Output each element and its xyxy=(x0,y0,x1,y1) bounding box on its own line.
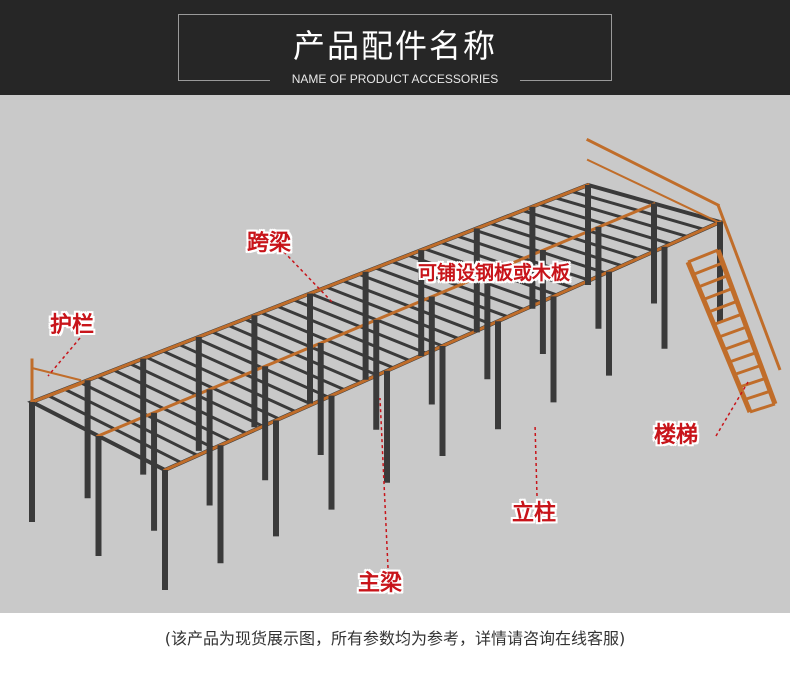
leader-stairs xyxy=(715,381,749,437)
stair-step xyxy=(708,299,738,314)
guardrail-left-top xyxy=(30,366,82,382)
stair-step xyxy=(713,312,743,326)
stair-step xyxy=(718,325,748,339)
page-title: 产品配件名称 xyxy=(292,27,497,65)
disclaimer-note: (该产品为现货展示图，所有参数均为参考，详情请咨询在线客服) xyxy=(164,629,626,648)
columns xyxy=(29,185,723,590)
stair-step xyxy=(728,351,757,364)
guardrail-right xyxy=(585,137,721,208)
guardrail-right-mid xyxy=(586,158,720,224)
stair-step xyxy=(692,261,724,276)
label-deck-note: 可铺设钢板或木板 xyxy=(418,262,571,284)
stair-step xyxy=(723,338,752,351)
stair-step xyxy=(697,274,729,289)
page-subtitle: NAME OF PRODUCT ACCESSORIES xyxy=(270,71,520,87)
stair-handrail xyxy=(716,204,782,371)
label-column: 立柱 xyxy=(512,501,557,526)
leader-main-beam xyxy=(379,397,389,569)
stair-step xyxy=(744,389,771,401)
leader-column xyxy=(534,423,538,497)
stair-step xyxy=(702,287,733,301)
label-main-beam: 主梁 xyxy=(358,571,403,596)
stair-case xyxy=(685,204,782,414)
label-guardrail: 护栏 xyxy=(50,313,95,338)
platform-illustration: 护栏 跨梁 可铺设钢板或木板 楼梯 立柱 主梁 xyxy=(0,95,790,613)
stair-step xyxy=(734,364,762,376)
leader-guardrail xyxy=(47,337,81,377)
stair-step xyxy=(739,376,766,389)
platform-drawing xyxy=(27,137,782,590)
header-banner: 产品配件名称 NAME OF PRODUCT ACCESSORIES xyxy=(0,0,790,95)
stair-step xyxy=(749,402,776,414)
label-cross-beam: 跨梁 xyxy=(247,231,292,256)
stair-steps xyxy=(687,248,776,414)
callout-leaders xyxy=(47,251,749,569)
label-stairs: 楼梯 xyxy=(654,423,699,448)
stair-step xyxy=(687,248,719,264)
